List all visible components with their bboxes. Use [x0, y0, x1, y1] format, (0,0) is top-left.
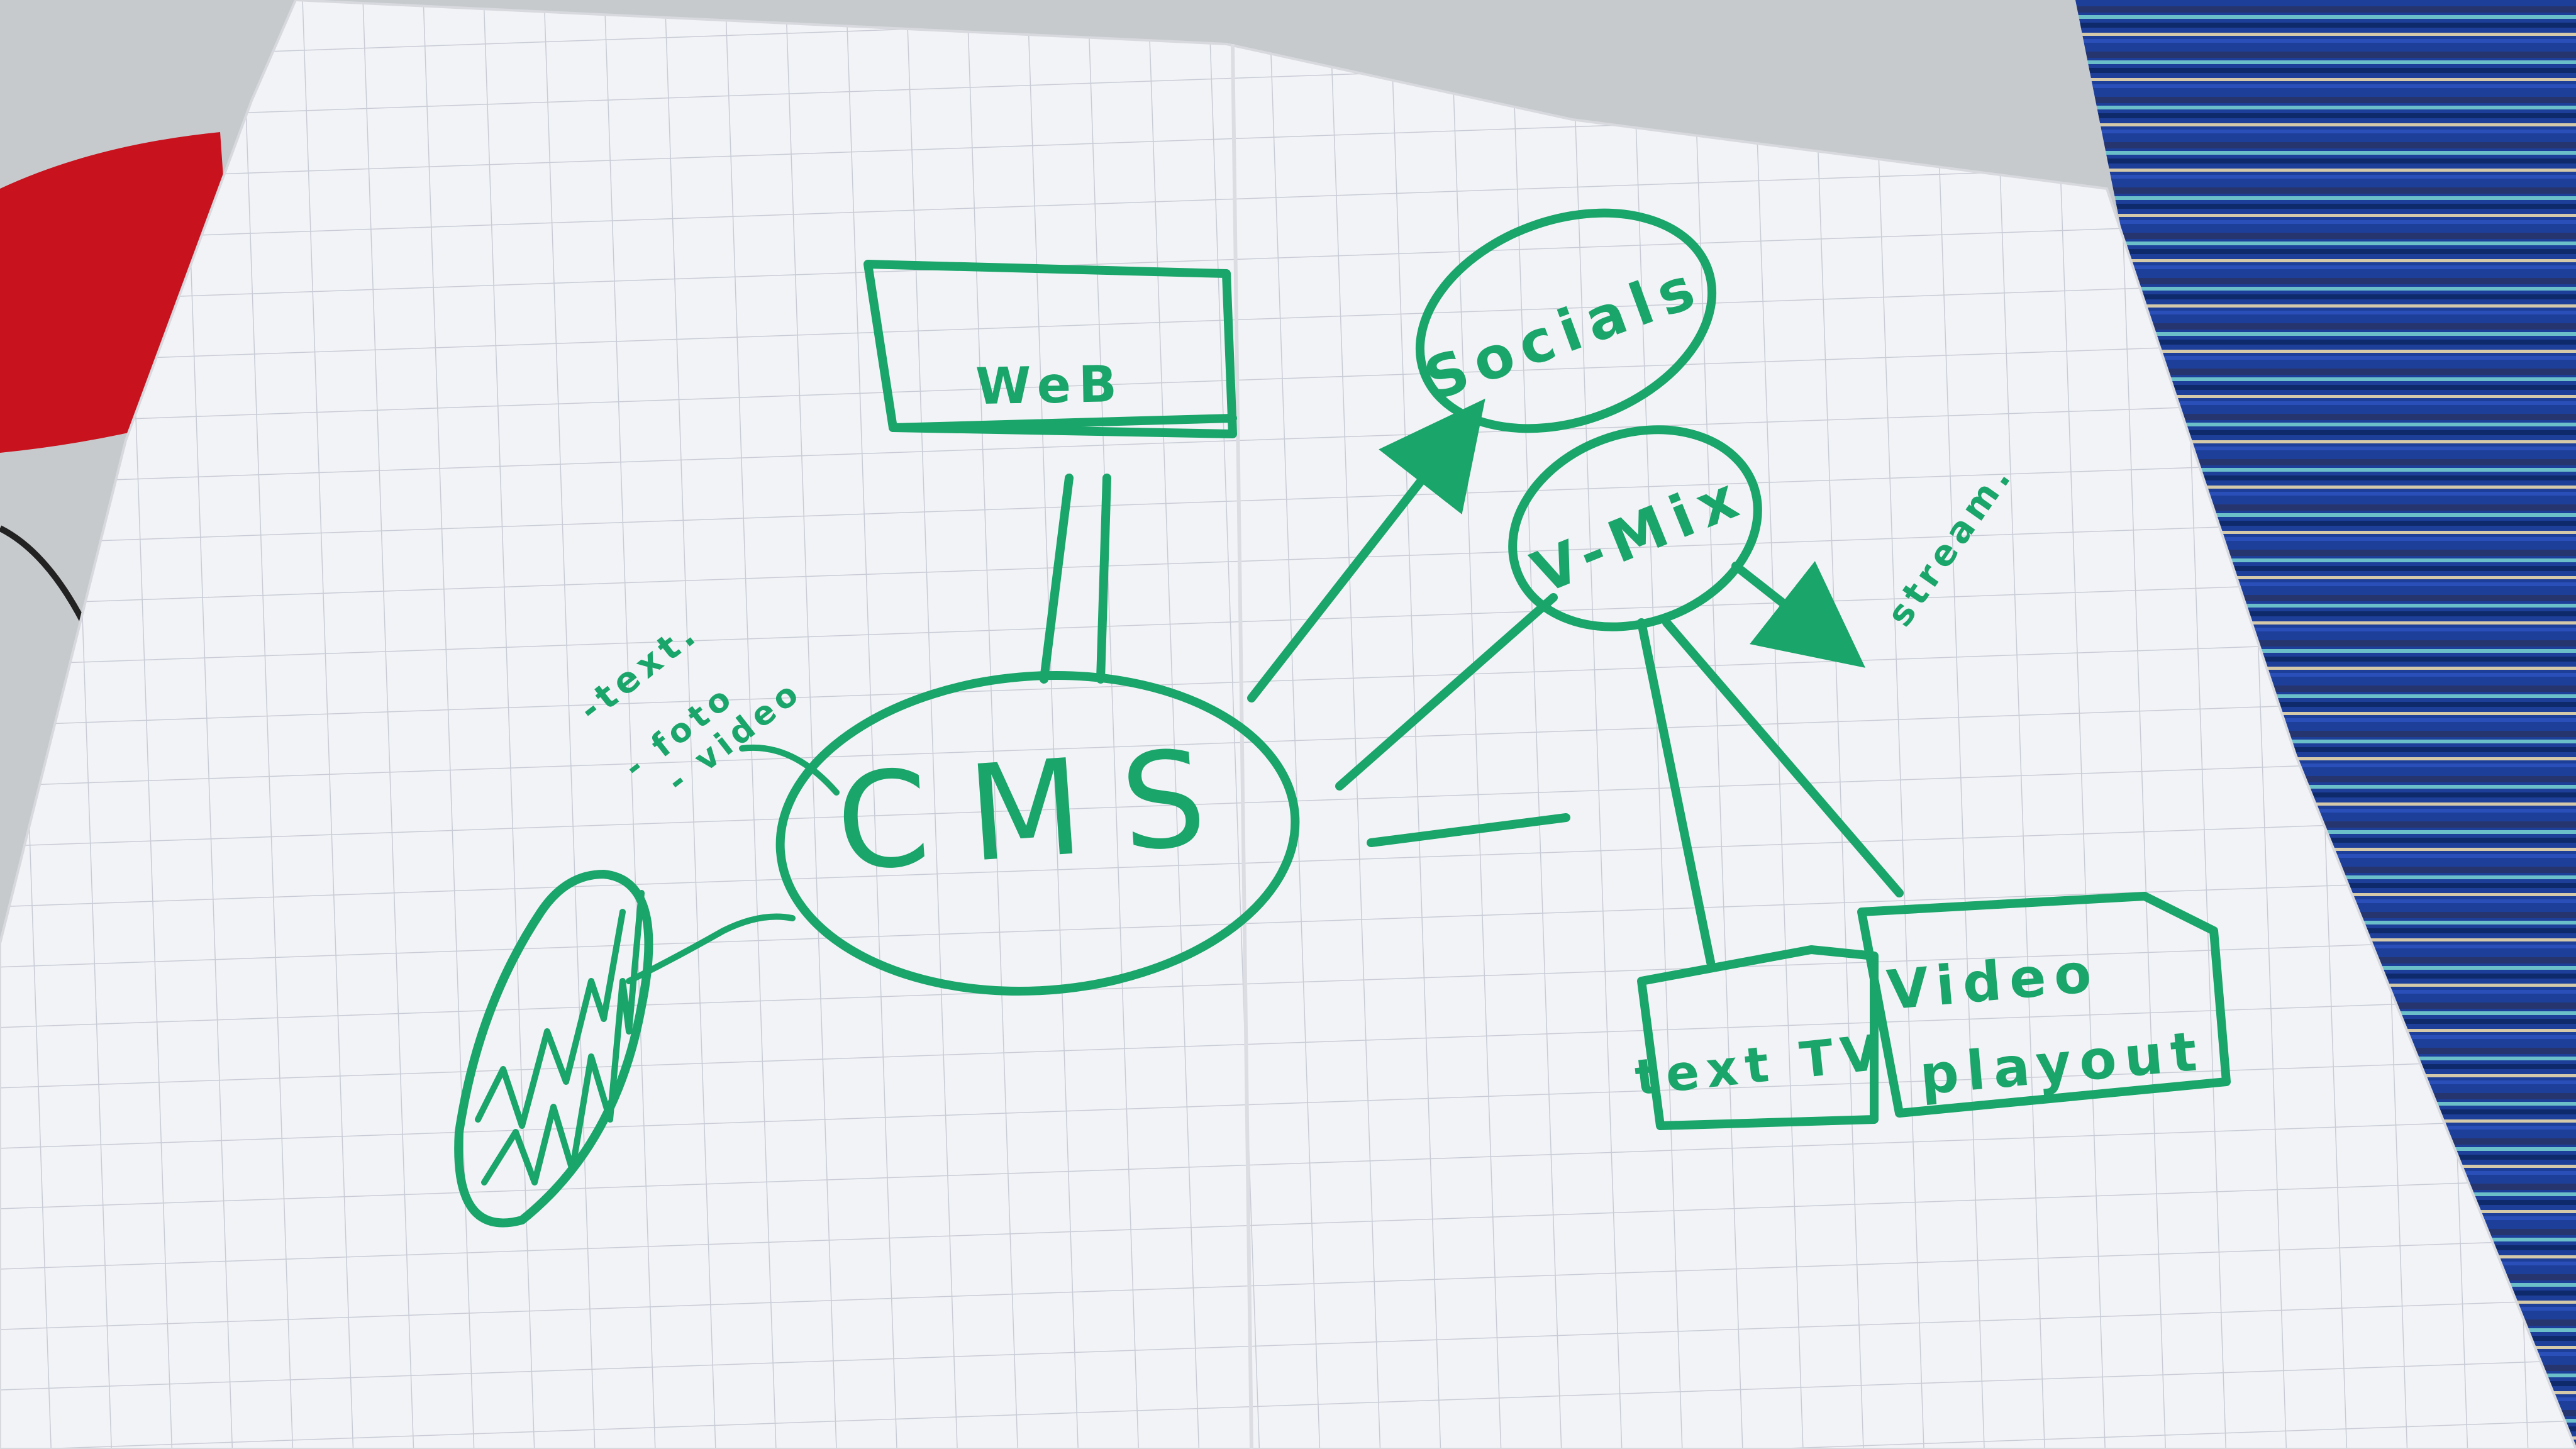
scribble-blob — [454, 870, 653, 1228]
carpet — [2075, 0, 2576, 1449]
annotation-connector — [739, 744, 840, 796]
web-box — [863, 260, 1237, 438]
cms-label: CMS — [831, 719, 1250, 901]
diagram-drawing — [454, 208, 2231, 1228]
cms-socials-arrow — [1247, 398, 1485, 702]
vmix-texttv-line — [1637, 618, 1715, 967]
socials-ellipse — [1415, 208, 1717, 433]
web-label: WeB — [975, 355, 1124, 416]
web-cms-connector — [1040, 474, 1074, 684]
video-playout-box — [1857, 892, 2231, 1118]
vmix-playout-line — [1662, 618, 1904, 897]
cms-ellipse — [775, 670, 1300, 996]
texttv-box — [1637, 945, 1879, 1130]
cms-vmix-line — [1335, 593, 1558, 791]
paper-fold — [1231, 43, 1253, 1449]
vmix-stream-arrow — [1731, 561, 1866, 668]
stub-line — [1367, 813, 1570, 847]
vmix-ellipse — [1508, 425, 1762, 631]
